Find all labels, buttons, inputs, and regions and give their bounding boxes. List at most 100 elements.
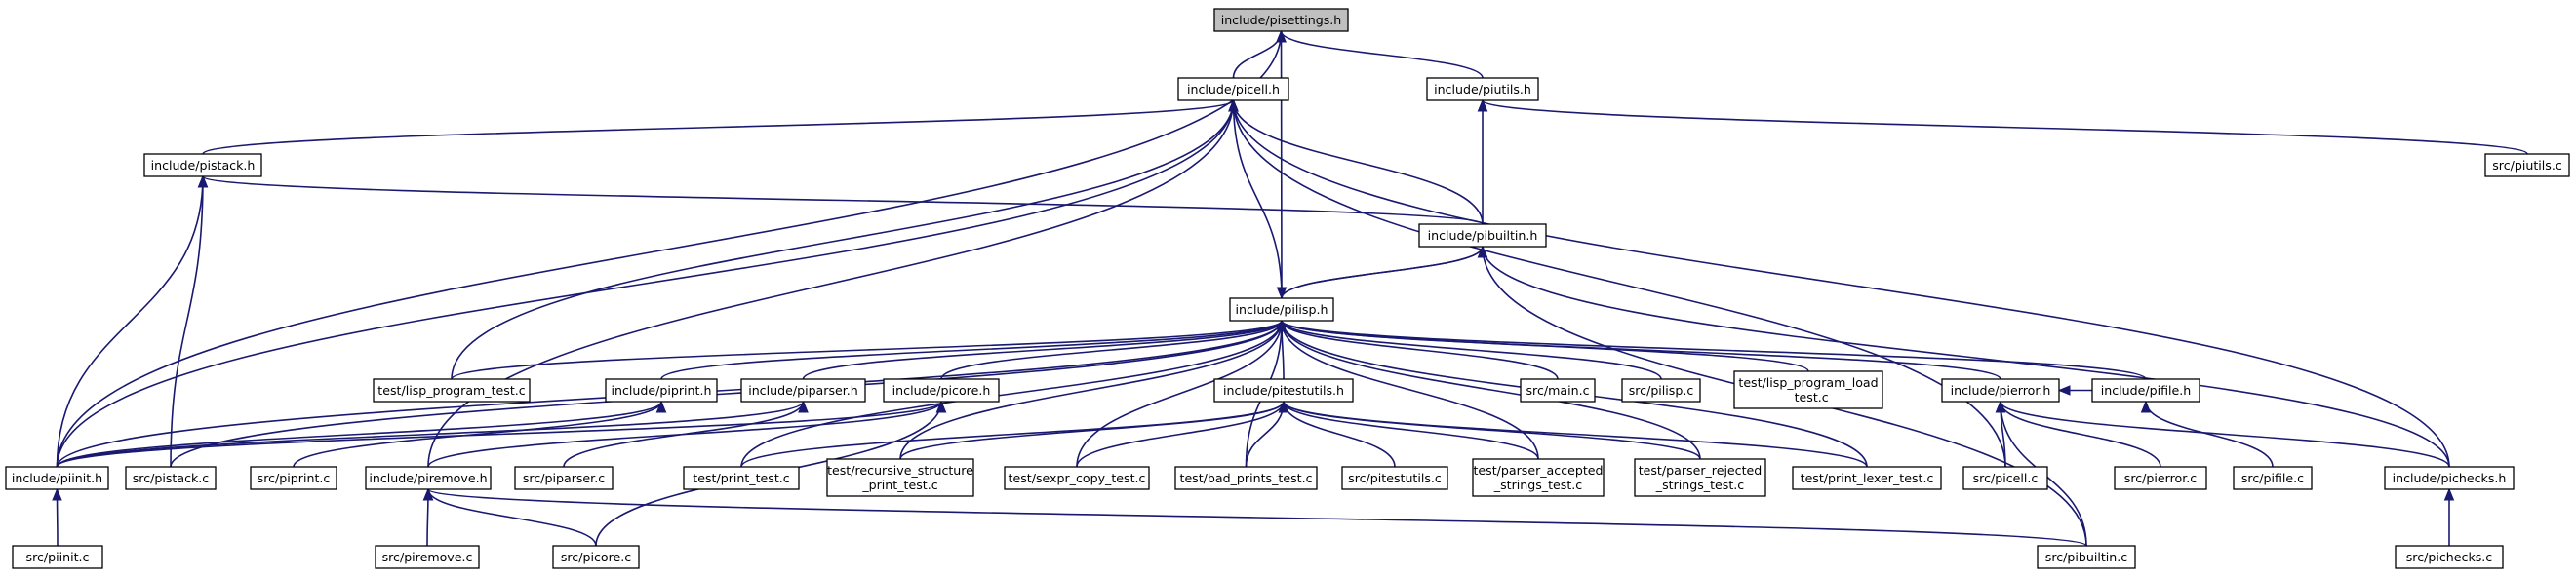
node-picell-h[interactable]: include/picell.h — [1177, 77, 1289, 101]
arrowhead-pichecks-h-to-pierror-h — [1995, 400, 2006, 413]
node-label: include/pichecks.h — [2393, 471, 2507, 485]
node-box — [1174, 466, 1318, 490]
node-box — [375, 545, 480, 569]
edge-piutils-c-to-piutils-h — [1482, 99, 2528, 155]
node-pifile-h[interactable]: include/pifile.h — [2091, 378, 2200, 403]
node-print-test-c[interactable]: test/print_test.c — [683, 466, 800, 490]
node-piutils-h[interactable]: include/piutils.h — [1426, 77, 1539, 101]
node-pichecks-h[interactable]: include/pichecks.h — [2384, 466, 2515, 490]
node-piprint-h[interactable]: include/piprint.h — [605, 378, 718, 403]
node-piremove-c[interactable]: src/piremove.c — [375, 545, 480, 569]
arrowhead-piparser-c-to-piparser-h — [798, 400, 809, 413]
node-sexpr-copy-test-c[interactable]: test/sexpr_copy_test.c — [1004, 466, 1150, 490]
node-main-c[interactable]: src/main.c — [1520, 378, 1596, 403]
edge-pibuiltin-h-to-picell-h — [1232, 99, 1484, 225]
node-picore-c[interactable]: src/picore.c — [552, 545, 640, 569]
node-box — [1472, 458, 1605, 497]
node-picore-h[interactable]: include/picore.h — [883, 378, 1000, 403]
node-box — [1962, 466, 2048, 490]
edge-pibuiltin-h-to-pilisp-h — [1281, 246, 1484, 299]
edge-pistack-c-to-pistack-h — [170, 175, 204, 468]
edge-pichecks-h-to-picell-h — [1232, 99, 2450, 468]
file-nodes: include/pisettings.h include/picell.h incl… — [5, 8, 2570, 569]
arrowhead-pibuiltin-h-to-piutils-h — [1477, 98, 1488, 112]
node-piinit-c[interactable]: src/piinit.c — [12, 545, 103, 569]
node-piparser-c[interactable]: src/piparser.c — [514, 466, 614, 490]
edge-piinit-h-to-piprint-h — [56, 401, 662, 468]
node-box — [1733, 370, 1883, 409]
edge-recursive-structure-print-test-c-to-pitestutils-h — [899, 401, 1285, 460]
node-parser-rejected-strings-test-c[interactable]: test/parser_rejected_strings_test.c — [1634, 458, 1766, 497]
edge-pibuiltin-c-to-piremove-h — [427, 488, 2087, 547]
node-bad-prints-test-c[interactable]: test/bad_prints_test.c — [1174, 466, 1318, 490]
dependency-arrowheads — [52, 29, 2455, 501]
node-label: src/pifile.c — [2241, 471, 2304, 485]
node-pistack-h[interactable]: include/pistack.h — [143, 153, 262, 177]
node-pierror-c[interactable]: src/pierror.c — [2114, 466, 2207, 490]
node-box — [365, 466, 492, 490]
edge-print-test-c-to-pilisp-h — [740, 320, 1283, 468]
node-label: test/lisp_program_test.c — [377, 383, 526, 398]
node-pilisp-c[interactable]: src/pilisp.c — [1621, 378, 1701, 403]
edge-print-lexer-test-c-to-pitestutils-h — [1283, 401, 1868, 468]
node-pilisp-h[interactable]: include/pilisp.h — [1229, 297, 1334, 322]
node-pitestutils-h[interactable]: include/pitestutils.h — [1213, 378, 1354, 403]
node-label: include/pierror.h — [1951, 383, 2051, 398]
node-label: src/picore.c — [561, 550, 631, 564]
node-label: src/main.c — [1526, 383, 1589, 398]
node-label: include/pifile.h — [2101, 383, 2192, 398]
node-label: include/piprint.h — [612, 383, 712, 398]
node-lisp-program-load-test-c[interactable]: test/lisp_program_load_test.c — [1733, 370, 1883, 409]
edge-pierror-c-to-pierror-h — [2000, 401, 2161, 468]
node-box — [12, 545, 103, 569]
node-label: test/bad_prints_test.c — [1180, 471, 1313, 485]
node-pibuiltin-c[interactable]: src/pibuiltin.c — [2037, 545, 2136, 569]
node-label: include/pilisp.h — [1236, 302, 1328, 317]
node-label: test/print_test.c — [693, 471, 790, 485]
node-lisp-program-test-c[interactable]: test/lisp_program_test.c — [373, 378, 531, 403]
node-piparser-h[interactable]: include/piparser.h — [740, 378, 866, 403]
node-label: _print_test.c — [861, 478, 937, 492]
node-pifile-c[interactable]: src/pifile.c — [2233, 466, 2313, 490]
edge-piprint-c-to-piprint-h — [293, 401, 662, 468]
node-piprint-c[interactable]: src/piprint.c — [250, 466, 337, 490]
node-box — [2395, 545, 2504, 569]
node-picell-c[interactable]: src/picell.c — [1962, 466, 2048, 490]
node-pierror-h[interactable]: include/pierror.h — [1941, 378, 2060, 403]
node-recursive-structure-print-test-c[interactable]: test/recursive_structure_print_test.c — [826, 458, 974, 497]
node-pistack-c[interactable]: src/pistack.c — [125, 466, 217, 490]
node-label: test/parser_accepted — [1473, 463, 1603, 478]
node-box — [1213, 8, 1349, 32]
node-label: src/piutils.c — [2492, 158, 2562, 173]
edge-sexpr-copy-test-c-to-pitestutils-h — [1076, 401, 1285, 468]
arrowhead-piinit-c-to-piinit-h — [52, 487, 62, 501]
node-box — [552, 545, 640, 569]
node-parser-accepted-strings-test-c[interactable]: test/parser_accepted_strings_test.c — [1472, 458, 1605, 497]
edge-lisp-program-test-c-to-picell-h — [451, 99, 1235, 380]
node-label: src/picell.c — [1973, 471, 2039, 485]
arrowhead-picore-c-to-picore-h — [935, 400, 947, 413]
node-piremove-h[interactable]: include/piremove.h — [365, 466, 492, 490]
edge-piinit-h-to-pistack-h — [56, 175, 204, 468]
edge-piparser-h-to-pilisp-h — [802, 320, 1283, 380]
node-piutils-c[interactable]: src/piutils.c — [2484, 153, 2570, 177]
node-label: test/recursive_structure — [827, 463, 973, 478]
node-pibuiltin-h[interactable]: include/pibuiltin.h — [1418, 223, 1547, 248]
node-print-lexer-test-c[interactable]: test/print_lexer_test.c — [1792, 466, 1942, 490]
node-box — [1177, 77, 1289, 101]
edge-pifile-c-to-pifile-h — [2145, 401, 2274, 468]
edge-picell-h-to-pisettings-h — [1232, 30, 1283, 79]
node-pisettings-h[interactable]: include/pisettings.h — [1213, 8, 1349, 32]
node-label: include/pitestutils.h — [1223, 383, 1344, 398]
node-piinit-h[interactable]: include/piinit.h — [5, 466, 109, 490]
node-box — [250, 466, 337, 490]
node-box — [5, 466, 109, 490]
node-box — [1792, 466, 1942, 490]
node-label: src/pistack.c — [133, 471, 210, 485]
edge-print-test-c-to-pitestutils-h — [740, 401, 1285, 468]
node-box — [1213, 378, 1354, 403]
node-pichecks-c[interactable]: src/pichecks.c — [2395, 545, 2504, 569]
node-pitestutils-c[interactable]: src/pitestutils.c — [1341, 466, 1448, 490]
edge-picore-c-to-piremove-h — [427, 488, 597, 547]
node-box — [125, 466, 217, 490]
